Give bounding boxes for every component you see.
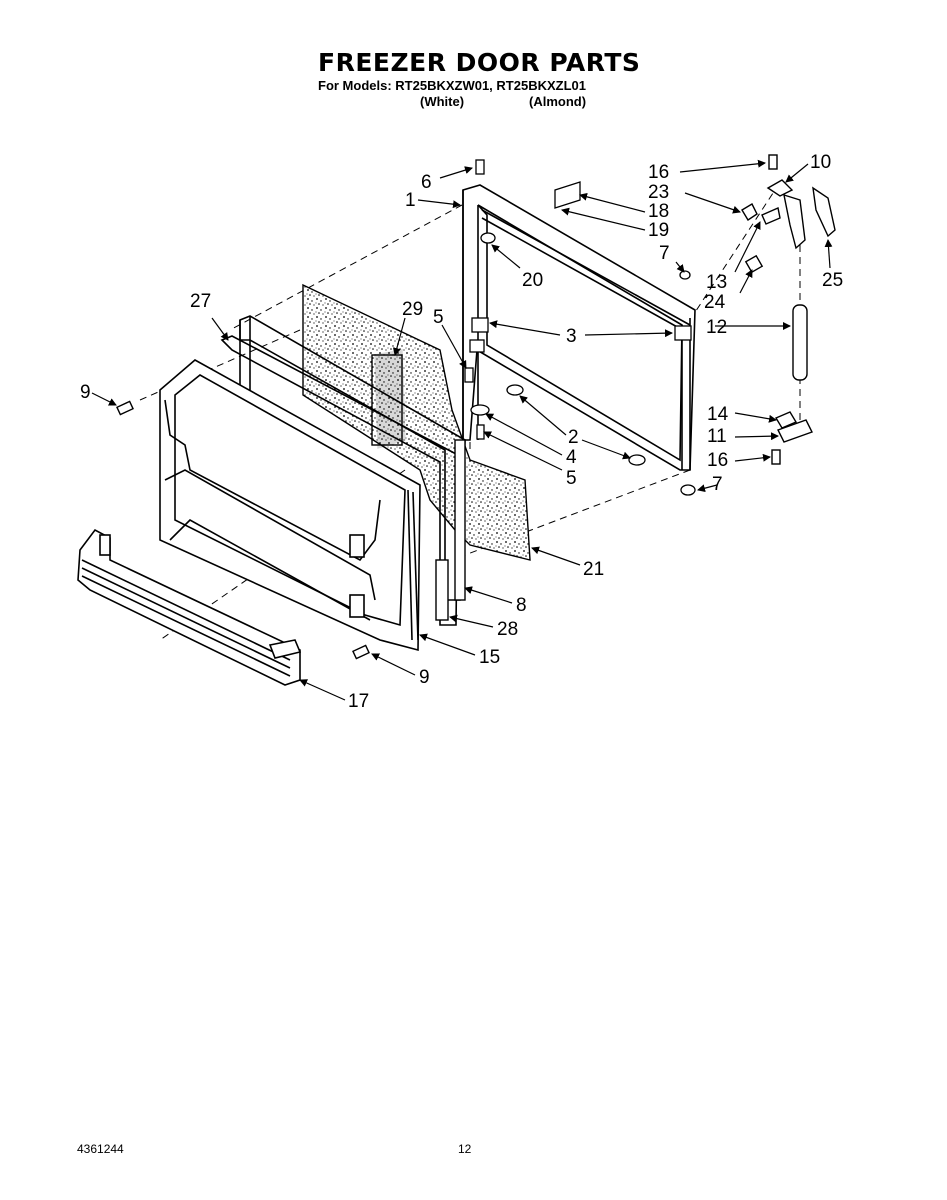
handle-end-10 bbox=[783, 193, 806, 250]
handle-assembly bbox=[741, 154, 836, 465]
callout-2: 2 bbox=[568, 427, 579, 448]
shelf-stop-lower bbox=[349, 594, 365, 618]
screw-5-lower bbox=[476, 424, 485, 440]
plug-7-upper bbox=[679, 270, 691, 280]
callout-27: 27 bbox=[190, 291, 211, 312]
leader-lines bbox=[91, 159, 833, 701]
callout-28: 28 bbox=[497, 619, 518, 640]
callout-19: 19 bbox=[648, 220, 669, 241]
exploded-parts-diagram: 6 1 18 19 20 7 16 10 23 13 24 25 12 3 5 … bbox=[0, 140, 947, 730]
models-line: For Models: RT25BKXZW01, RT25BKXZL01 bbox=[318, 78, 586, 93]
handle-12 bbox=[792, 304, 808, 381]
page-header: FREEZER DOOR PARTS For Models: RT25BKXZW… bbox=[300, 48, 660, 110]
handle-cap-10 bbox=[766, 179, 794, 197]
callout-11: 11 bbox=[707, 426, 727, 447]
plug-7-lower bbox=[680, 484, 696, 496]
callout-5-upper: 5 bbox=[433, 307, 444, 328]
callout-9-bottom: 9 bbox=[419, 667, 430, 688]
spacer-23 bbox=[741, 203, 758, 221]
model-variants: (White) (Almond) bbox=[300, 94, 660, 110]
callout-5-lower: 5 bbox=[566, 468, 577, 489]
callout-12: 12 bbox=[706, 317, 727, 338]
door-hardware bbox=[464, 159, 696, 496]
shelf-stop-upper bbox=[349, 534, 365, 558]
screw-16-bottom bbox=[771, 449, 781, 465]
callout-25: 25 bbox=[822, 270, 843, 291]
callout-7-upper: 7 bbox=[659, 243, 670, 264]
callout-18: 18 bbox=[648, 201, 669, 222]
variant-white: (White) bbox=[420, 94, 465, 109]
callout-13: 13 bbox=[706, 272, 727, 293]
screws-9 bbox=[116, 400, 370, 660]
hinge-bracket-3-lower bbox=[469, 339, 485, 353]
washer-4 bbox=[470, 404, 490, 416]
hinge-bracket-3-right bbox=[674, 325, 692, 341]
callout-16-bottom: 16 bbox=[707, 450, 728, 471]
callout-24: 24 bbox=[704, 292, 726, 313]
callout-7-lower: 7 bbox=[712, 474, 723, 495]
bumper-2-lower bbox=[628, 454, 646, 466]
callout-9-left: 9 bbox=[80, 382, 91, 403]
screw-24 bbox=[744, 254, 764, 274]
screw-5 bbox=[464, 367, 474, 383]
hinge-13 bbox=[761, 207, 781, 225]
callout-14: 14 bbox=[707, 404, 729, 425]
door-shelf bbox=[77, 528, 302, 686]
callout-20: 20 bbox=[522, 270, 543, 291]
callout-10: 10 bbox=[810, 152, 831, 173]
callout-1: 1 bbox=[405, 190, 416, 211]
page-number: 12 bbox=[458, 1142, 472, 1156]
callout-23: 23 bbox=[648, 182, 669, 203]
callout-16-top: 16 bbox=[648, 162, 669, 183]
callout-4: 4 bbox=[566, 447, 577, 468]
callout-29: 29 bbox=[402, 299, 423, 320]
bumper-2-upper bbox=[506, 384, 524, 396]
callout-17: 17 bbox=[348, 691, 369, 712]
callout-8: 8 bbox=[516, 595, 527, 616]
insulation-strip-18 bbox=[554, 181, 581, 209]
variant-almond: (Almond) bbox=[529, 94, 587, 109]
hinge-bracket-3-left bbox=[471, 317, 489, 333]
page-title: FREEZER DOOR PARTS bbox=[318, 48, 641, 77]
callout-21: 21 bbox=[583, 559, 604, 580]
callout-numbers: 6 1 18 19 20 7 16 10 23 13 24 25 12 3 5 … bbox=[80, 152, 843, 712]
door-liner bbox=[159, 359, 421, 652]
handle-clip-14 bbox=[774, 411, 798, 429]
handle-trim-25 bbox=[812, 186, 836, 238]
callout-15: 15 bbox=[479, 647, 500, 668]
screw-6 bbox=[475, 159, 485, 175]
screw-16-top bbox=[768, 154, 778, 170]
callout-6: 6 bbox=[421, 172, 432, 193]
bumper-20 bbox=[480, 232, 496, 244]
callout-3: 3 bbox=[566, 326, 577, 347]
handle-bracket-11 bbox=[777, 419, 813, 443]
outer-door-panel bbox=[462, 184, 696, 471]
trim-strips bbox=[435, 439, 466, 621]
document-number: 4361244 bbox=[77, 1142, 124, 1156]
